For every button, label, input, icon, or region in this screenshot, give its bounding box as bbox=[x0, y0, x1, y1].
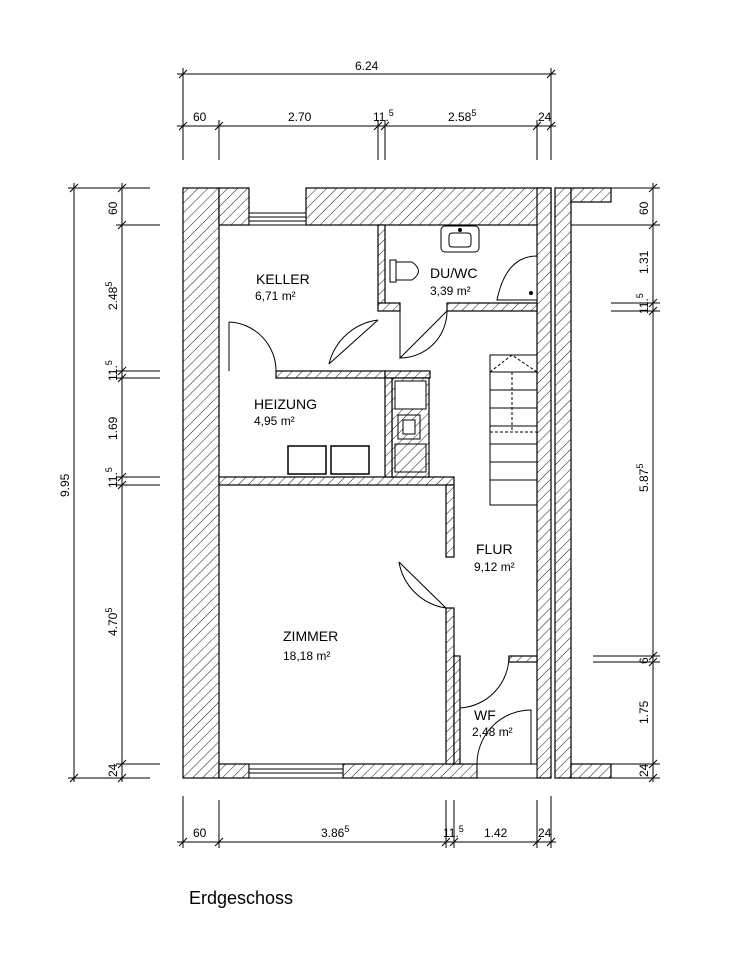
dim-right-b: 1.31 bbox=[637, 250, 651, 274]
floor-caption: Erdgeschoss bbox=[189, 888, 294, 908]
walls bbox=[182, 187, 612, 779]
sanitary bbox=[389, 225, 538, 301]
wall-bottom-mid bbox=[342, 763, 478, 779]
wall-right bbox=[536, 187, 552, 779]
wall-neighbour bbox=[554, 187, 572, 779]
dim-top-c: 11.5 bbox=[373, 108, 394, 124]
label-wf: WF bbox=[474, 707, 496, 723]
chimney-flues bbox=[394, 380, 427, 473]
wall-top-left bbox=[218, 187, 250, 226]
door-wf bbox=[459, 655, 510, 709]
dim-left-b: 2.485 bbox=[104, 282, 120, 310]
dim-left-total: 9.95 bbox=[58, 473, 72, 497]
area-zimmer: 18,18 m² bbox=[283, 649, 330, 663]
dim-right-e: 6 bbox=[637, 657, 651, 664]
area-heizung: 4,95 m² bbox=[254, 414, 295, 428]
door-keller bbox=[228, 321, 277, 372]
label-zimmer: ZIMMER bbox=[283, 628, 338, 644]
door-duwc bbox=[399, 310, 448, 360]
dim-top-d: 2.585 bbox=[448, 108, 476, 124]
dim-top-b: 2.70 bbox=[288, 110, 312, 124]
dim-top-a: 60 bbox=[193, 110, 207, 124]
wall-keller-heizung-b bbox=[384, 370, 431, 379]
wall-neighbour-bottom bbox=[570, 763, 612, 779]
area-wf: 2,48 m² bbox=[472, 725, 513, 739]
dim-bot-d: 1.42 bbox=[484, 826, 508, 840]
dim-right-g: 24 bbox=[637, 763, 651, 777]
area-keller: 6,71 m² bbox=[255, 289, 296, 303]
door-keller-flur bbox=[328, 319, 379, 365]
dim-top-total: 6.24 bbox=[355, 59, 379, 73]
label-keller: KELLER bbox=[256, 271, 310, 287]
wall-neighbour-top bbox=[570, 187, 612, 203]
label-duwc: DU/WC bbox=[430, 265, 477, 281]
wall-wf-left bbox=[453, 655, 461, 765]
dim-bot-e: 24 bbox=[538, 826, 552, 840]
window-bottom bbox=[248, 763, 344, 779]
window-top bbox=[248, 212, 307, 226]
wall-keller-heizung bbox=[275, 370, 386, 379]
windows bbox=[248, 212, 538, 779]
wall-wf-top bbox=[508, 655, 538, 663]
dim-bot-c: 11.5 bbox=[443, 824, 464, 840]
door-entry bbox=[476, 763, 538, 779]
dim-right-d: 5.875 bbox=[635, 464, 651, 492]
dim-left-g: 24 bbox=[106, 763, 120, 777]
wall-top-right bbox=[305, 187, 552, 226]
dim-right-c: 11.5 bbox=[635, 293, 651, 314]
wall-duwc-bottom-b bbox=[446, 302, 538, 312]
wall-zimmer-right-b bbox=[445, 607, 455, 765]
dim-right-a: 60 bbox=[637, 201, 651, 215]
door-zimmer bbox=[398, 561, 447, 609]
wall-bottom-left bbox=[218, 763, 250, 779]
toilet bbox=[389, 259, 419, 283]
dimension-lines bbox=[68, 68, 660, 848]
wall-keller-duwc bbox=[377, 224, 386, 306]
dim-top-e: 24 bbox=[538, 110, 552, 124]
boilers bbox=[287, 445, 370, 475]
dim-left-e: 11.5 bbox=[104, 467, 120, 488]
dim-left-c: 11.5 bbox=[104, 360, 120, 381]
wall-zimmer-right-a bbox=[445, 484, 455, 558]
label-heizung: HEIZUNG bbox=[254, 396, 317, 412]
wall-heizung-zimmer bbox=[218, 476, 455, 486]
wall-heizung-right bbox=[384, 377, 393, 478]
dim-left-d: 1.69 bbox=[106, 416, 120, 440]
door-wf-entry bbox=[476, 709, 532, 765]
dim-bot-a: 60 bbox=[193, 826, 207, 840]
doors bbox=[228, 310, 532, 765]
wall-duwc-bottom-a bbox=[377, 302, 401, 312]
wall-left bbox=[182, 187, 220, 779]
dim-bot-b: 3.865 bbox=[321, 824, 349, 840]
label-flur: FLUR bbox=[476, 541, 513, 557]
stairs bbox=[489, 354, 538, 506]
dim-right-f: 1.75 bbox=[637, 700, 651, 724]
area-flur: 9,12 m² bbox=[474, 560, 515, 574]
shower bbox=[496, 255, 538, 301]
area-duwc: 3,39 m² bbox=[430, 284, 471, 298]
dim-left-f: 4.705 bbox=[104, 608, 120, 636]
dim-left-a: 60 bbox=[106, 201, 120, 215]
